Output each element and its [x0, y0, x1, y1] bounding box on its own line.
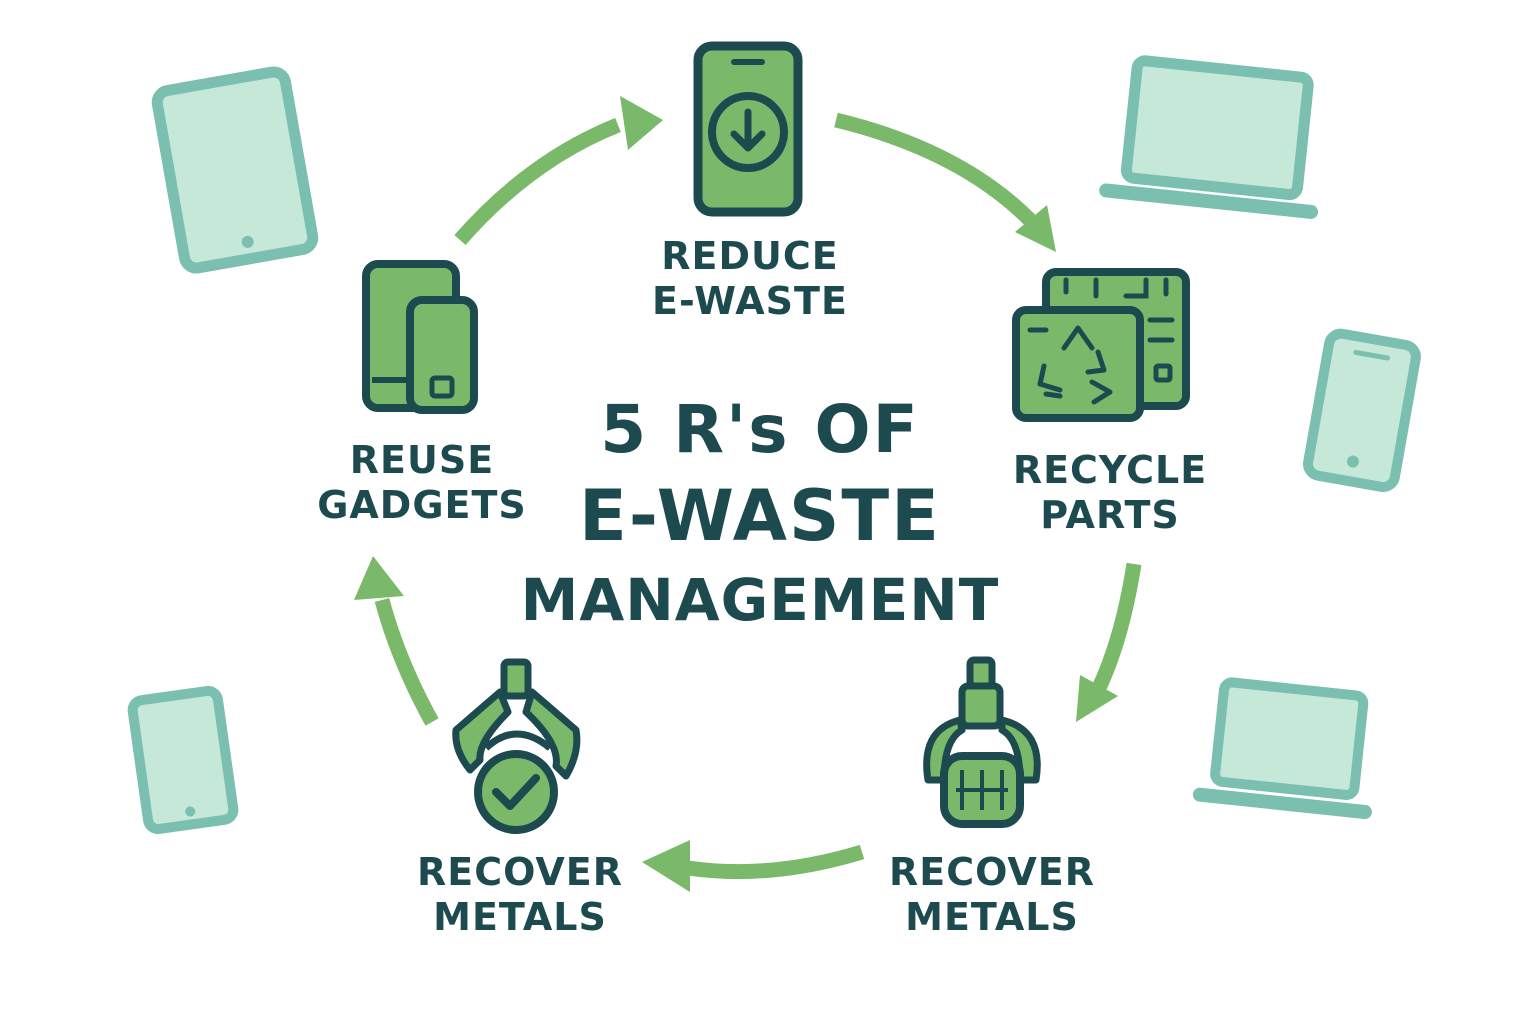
step-label-recover-left: RECOVER METALS: [416, 850, 624, 939]
circuit-board-recycle-icon: [1012, 268, 1190, 422]
laptop-icon: [1099, 55, 1319, 219]
arrow-recover-to-recover: [686, 844, 865, 880]
claw-chip-icon: [923, 656, 1041, 828]
phone-icon: [1303, 328, 1421, 492]
arrow-recover-to-reuse: [374, 598, 439, 726]
step-label-reuse: REUSE GADGETS: [317, 438, 527, 527]
arrow-recover-to-reuse-head: [354, 556, 404, 600]
title-line-2: E-WASTE: [579, 475, 941, 557]
tablet-icon: [151, 66, 319, 274]
laptop-icon: [1192, 677, 1372, 820]
claw-check-icon: [452, 658, 581, 834]
cycle-arrows: [354, 96, 1142, 892]
diagram-title: 5 R's OF E-WASTE MANAGEMENT: [490, 388, 1030, 640]
title-line-3: MANAGEMENT: [520, 566, 1000, 634]
arrow-reuse-to-reduce: [454, 118, 621, 245]
arrow-reuse-to-reduce-head: [620, 96, 663, 150]
arrow-reduce-to-recycle: [834, 112, 1036, 226]
arrow-recover-to-recover-head: [642, 840, 690, 892]
arrow-reduce-to-recycle-head: [1015, 205, 1056, 252]
step-label-recover-right: RECOVER METALS: [888, 850, 1096, 939]
title-line-1: 5 R's OF: [600, 391, 920, 468]
step-label-reduce: REDUCE E-WASTE: [652, 234, 848, 323]
arrow-recycle-to-recover: [1091, 562, 1142, 694]
step-label-recycle: RECYCLE PARTS: [1012, 448, 1208, 537]
smartphone-download-icon: [693, 41, 803, 217]
arrow-recycle-to-recover-head: [1076, 675, 1118, 722]
tablet-icon: [127, 685, 239, 835]
phones-icon: [362, 260, 478, 414]
